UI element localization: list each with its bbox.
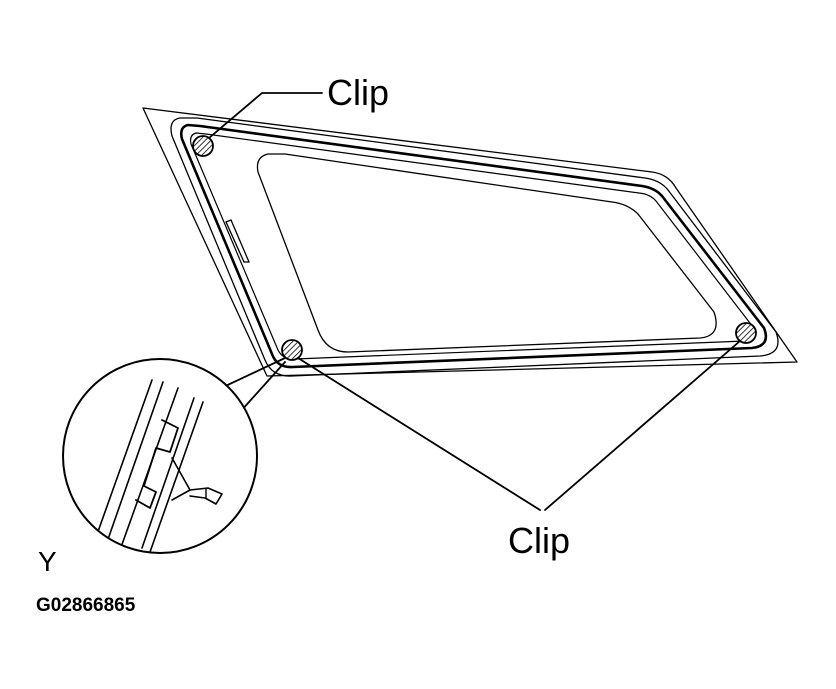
figure-code: G02866865 [36,595,136,616]
view-letter: Y [38,546,57,577]
detail-callout [216,357,286,413]
clip-label-bottom: Clip [508,520,570,561]
clip-lower-right [735,322,757,344]
clip-detail-view [62,358,258,554]
window-glass [142,107,798,377]
clip-upper-left [192,135,214,157]
clip-label-top: Clip [327,72,389,113]
clip-lower-left [281,339,303,361]
leader-lines [208,92,741,511]
